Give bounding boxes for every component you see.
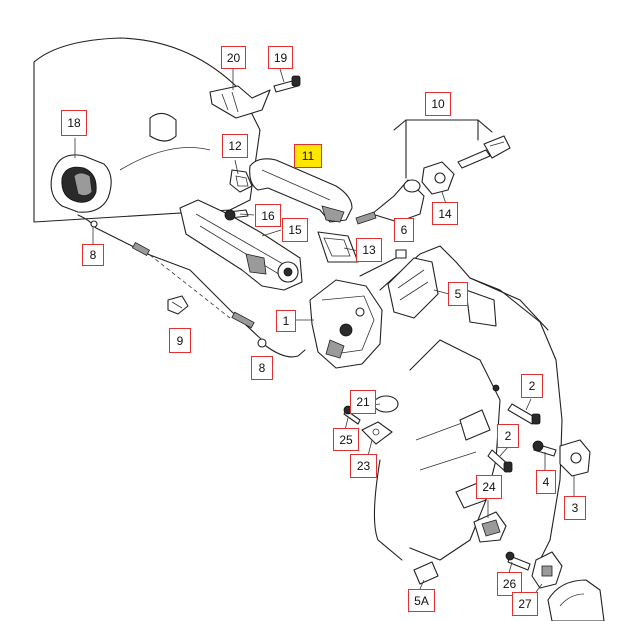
callout-15: 15 (282, 218, 308, 242)
bracket-20 (209, 85, 271, 119)
key (457, 135, 511, 169)
callout-12: 12 (222, 134, 248, 158)
plate-23 (361, 421, 393, 445)
callout-14: 14 (432, 202, 458, 225)
lock-cylinder (355, 179, 425, 225)
callout-4: 4 (536, 470, 556, 494)
callout-5: 5 (448, 282, 468, 306)
callout-24: 24 (476, 475, 502, 499)
bolt-2b (487, 449, 513, 473)
handle-carrier (179, 199, 303, 291)
callout-20: 20 (221, 46, 246, 69)
callout-10: 10 (425, 92, 451, 116)
buffer-27 (531, 551, 563, 589)
seal-13 (317, 231, 359, 263)
door-shell (373, 245, 563, 561)
outer-door-handle (249, 158, 353, 223)
callout-8-bottom: 8 (251, 356, 273, 380)
callout-1: 1 (276, 310, 296, 332)
bolt-2a (507, 403, 541, 425)
bolt-4 (532, 440, 557, 457)
buffer-24 (473, 511, 507, 543)
cover-5a (413, 561, 439, 585)
inner-handle-bezel (50, 154, 112, 213)
callout-13: 13 (356, 238, 382, 262)
callout-27: 27 (512, 592, 538, 616)
callout-3: 3 (564, 496, 586, 520)
callout-21: 21 (350, 390, 376, 414)
bolt-19 (273, 75, 301, 93)
callout-11-highlighted[interactable]: 11 (294, 144, 322, 168)
bolt-26 (505, 551, 531, 571)
callout-19: 19 (268, 46, 293, 69)
bolt-16 (224, 209, 249, 221)
callout-18: 18 (61, 110, 87, 136)
striker-plate (559, 439, 591, 477)
callout-8-top: 8 (82, 244, 104, 266)
callout-2-lower: 2 (497, 424, 519, 448)
callout-16: 16 (255, 204, 281, 227)
cable-clip (167, 295, 189, 315)
gasket-12 (229, 169, 253, 193)
callout-6: 6 (394, 218, 414, 242)
callout-25: 25 (333, 428, 359, 451)
callout-5a: 5A (408, 589, 435, 612)
door-lock-mechanism (309, 279, 383, 369)
callout-23: 23 (350, 454, 377, 478)
callout-2-upper: 2 (521, 374, 543, 398)
callout-9: 9 (169, 328, 191, 353)
cap-14 (421, 161, 455, 195)
corner-bracket (547, 579, 605, 621)
